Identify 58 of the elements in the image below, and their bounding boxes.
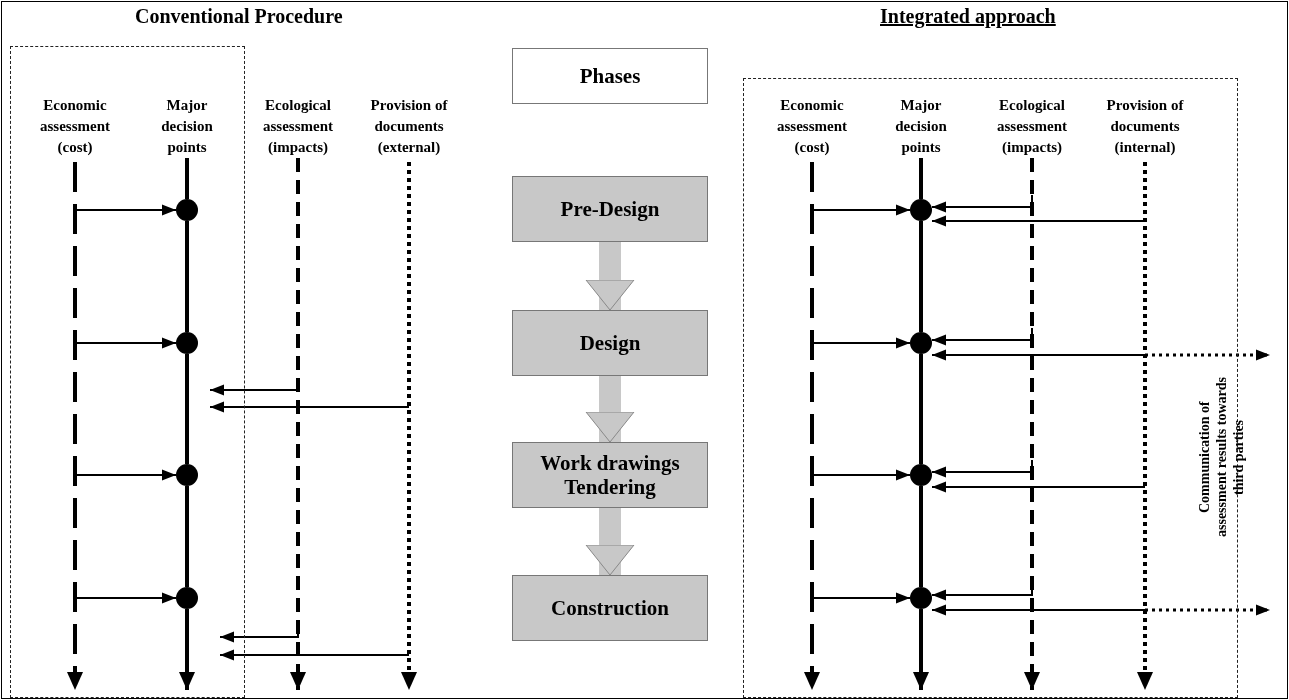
phase-box: Phases: [512, 48, 708, 104]
decision-line: [919, 486, 923, 587]
arrow: [931, 328, 1033, 346]
arrow: [74, 204, 177, 216]
decision-line: [185, 354, 189, 464]
arrow: [811, 469, 911, 481]
arrow: [290, 158, 306, 690]
decision-line: [919, 221, 923, 332]
decision-line: [185, 158, 189, 199]
decision-point: [910, 332, 932, 354]
arrow: [931, 215, 1146, 227]
decision-point: [910, 199, 932, 221]
decision-point: [176, 199, 198, 221]
arrow: [913, 609, 929, 690]
group-heading: Conventional Procedure: [135, 4, 343, 28]
lane-header: Ecological assessment (impacts): [984, 95, 1080, 158]
arrow: [74, 469, 177, 481]
phase-box: Work drawings Tendering: [512, 442, 708, 508]
group-heading: Integrated approach: [880, 4, 1056, 28]
block-arrow: [585, 508, 635, 576]
arrow: [931, 195, 1033, 213]
arrow: [219, 649, 410, 661]
lane-header: Major decision points: [884, 95, 958, 158]
lane-header: Provision of documents (internal): [1105, 96, 1185, 157]
arrow: [931, 604, 1146, 616]
arrow: [931, 460, 1033, 478]
block-arrow: [585, 242, 635, 311]
decision-line: [919, 158, 923, 199]
phase-box: Construction: [512, 575, 708, 641]
side-note: Communication of assessment results towards third parties: [1196, 376, 1247, 540]
arrow: [811, 337, 911, 349]
phase-box: Design: [512, 310, 708, 376]
arrow: [1145, 604, 1270, 616]
decision-point: [176, 587, 198, 609]
arrow: [74, 592, 177, 604]
arrow: [811, 204, 911, 216]
decision-point: [176, 332, 198, 354]
decision-point: [910, 587, 932, 609]
decision-line: [185, 486, 189, 587]
arrow: [811, 592, 911, 604]
arrow: [209, 401, 410, 413]
decision-line: [185, 221, 189, 332]
decision-line: [919, 354, 923, 464]
lane-header: Economic assessment (cost): [39, 96, 111, 157]
block-arrow: [585, 376, 635, 443]
lane-header: Provision of documents (external): [369, 96, 449, 157]
phase-box: Pre-Design: [512, 176, 708, 242]
lane-header: Economic assessment (cost): [776, 96, 848, 157]
arrow: [931, 481, 1146, 493]
arrow: [931, 349, 1146, 361]
arrow: [74, 337, 177, 349]
arrow: [1024, 158, 1040, 690]
lane-header: Ecological assessment (impacts): [250, 95, 346, 158]
lane-header: Major decision points: [150, 95, 224, 158]
arrow: [179, 609, 195, 690]
decision-point: [910, 464, 932, 486]
arrow: [1145, 349, 1270, 361]
decision-point: [176, 464, 198, 486]
